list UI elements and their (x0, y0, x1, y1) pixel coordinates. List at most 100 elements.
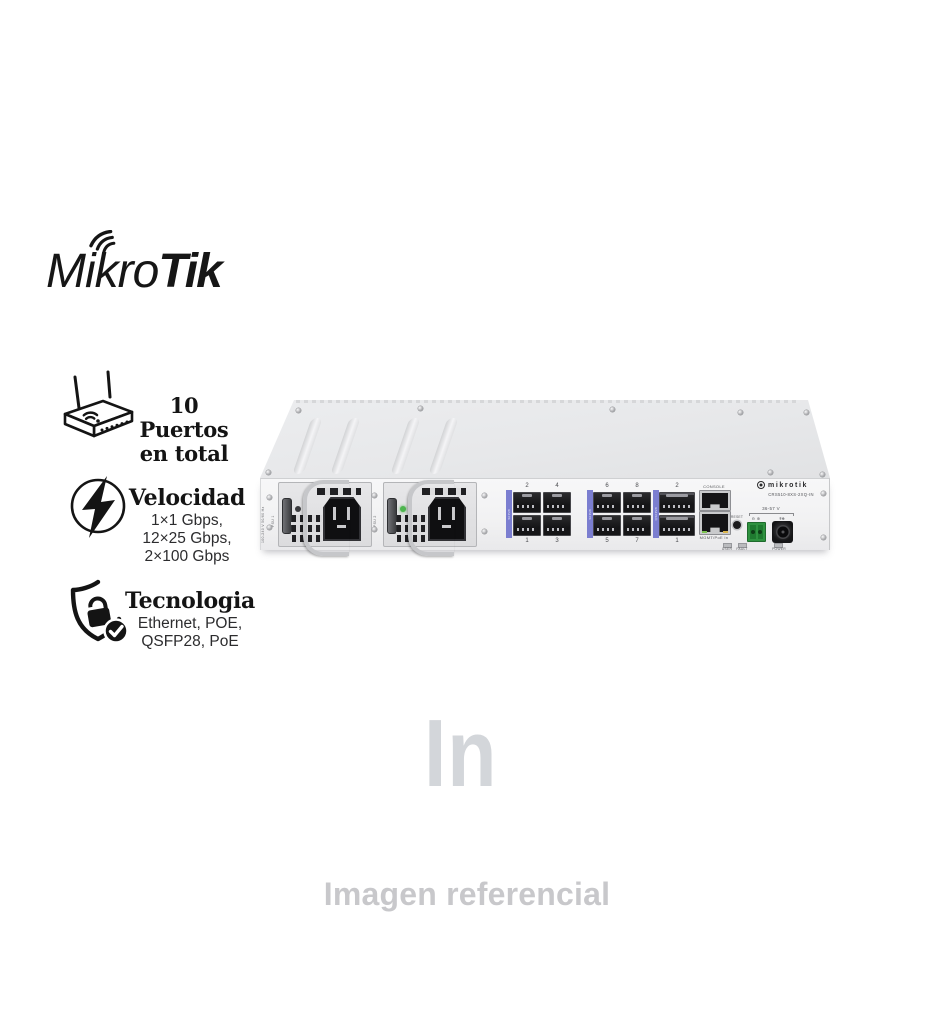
sfp-port-column (543, 492, 571, 536)
qsfp-group-accent: QSFP28 (653, 490, 659, 538)
psu1-label: PSU 1 (271, 515, 275, 527)
feature-speed: Velocidad 1×1 Gbps, 12×25 Gbps, 2×100 Gb… (124, 486, 250, 566)
psu-module-1 (278, 480, 372, 556)
vent-ridge (292, 418, 323, 474)
device-front-panel: 100-240 V 50/60 Hz PSU 1 PSU 2 (260, 478, 830, 556)
psu-voltage-side-label: 100-240 V 50/60 Hz (261, 506, 265, 543)
port-number: 2 (525, 483, 529, 489)
brand-logo-suffix: Tik (158, 245, 223, 298)
terminal-block (747, 522, 766, 542)
qsfp-group-label: QSFP28 (653, 507, 658, 521)
port-number: 7 (635, 538, 639, 544)
sfp-cage (623, 492, 651, 513)
mgmt-port-led (702, 531, 707, 533)
console-label: CONSOLE (703, 484, 725, 489)
screw (821, 491, 826, 496)
mgmt-port-led (723, 531, 728, 533)
device-brand: mikrotik (757, 481, 808, 489)
vent-ridge (390, 418, 421, 474)
power-led (774, 543, 783, 548)
shield-check-icon (70, 579, 129, 644)
sfp-group1-accent: SFP28 (506, 490, 512, 538)
feature-speed-detail-1: 1×1 Gbps, (151, 512, 223, 529)
screw (768, 470, 773, 475)
user-led-label: USER (721, 547, 733, 551)
screw (266, 470, 271, 475)
screw (372, 527, 377, 532)
terminal-cell (750, 525, 756, 539)
psu-latch (387, 498, 397, 534)
dc-input-bracket (749, 513, 794, 516)
dc-jack (772, 521, 793, 543)
fault-led-label: FAULT (736, 547, 748, 551)
port-number: 6 (605, 483, 609, 489)
port-number: 4 (555, 483, 559, 489)
psu2-led (400, 506, 406, 512)
lightning-icon (70, 476, 126, 538)
feature-speed-detail-2: 12×25 Gbps, (142, 530, 232, 547)
brand-logo-prefix: Mikro (46, 245, 159, 298)
device-model: CRS510-8XS-2XQ-IN (768, 492, 814, 497)
dc-input-label: 36-57 V (762, 506, 780, 511)
power-led-label: POWER (772, 547, 786, 551)
mgmt-port (699, 511, 731, 535)
screw (821, 535, 826, 540)
port-number: 1 (675, 538, 679, 544)
brand-logo: MikroTik (46, 245, 223, 298)
device-brand-label: mikrotik (768, 481, 809, 489)
reset-button (733, 521, 741, 529)
screw (804, 410, 809, 415)
sfp-group2-accent: SFP28 (587, 490, 593, 538)
screw (267, 525, 272, 530)
port-number: 2 (675, 483, 679, 489)
feature-tech: Tecnologia Ethernet, POE, QSFP28, PoE (124, 589, 256, 651)
psu-handle (408, 480, 454, 556)
console-port-opening (702, 493, 728, 508)
device-chassis: 100-240 V 50/60 Hz PSU 1 PSU 2 (256, 386, 832, 558)
fault-led (738, 543, 747, 548)
feature-speed-title: Velocidad (128, 485, 246, 511)
psu-module-2 (383, 480, 477, 556)
vent-ridge (330, 418, 361, 474)
vent-ridge (428, 418, 459, 474)
terminal-cell (757, 525, 763, 539)
qsfp-cage (659, 492, 695, 513)
psu-latch (282, 498, 292, 534)
feature-tech-detail-1: Ethernet, POE, (137, 615, 243, 632)
router-icon (63, 370, 134, 438)
screw (610, 407, 615, 412)
sfp-port-column (623, 492, 651, 536)
feature-speed-detail-3: 2×100 Gbps (144, 548, 230, 565)
screw (296, 408, 301, 413)
screw (482, 529, 487, 534)
antenna-arcs-icon (89, 230, 116, 254)
terminal-polarity-icon: ⊖ ⊕ (751, 516, 761, 521)
sfp-group1-label: SFP28 (506, 508, 511, 520)
port-number: 3 (555, 538, 559, 544)
sfp-group2-label: SFP28 (587, 508, 592, 520)
sfp-cage (543, 515, 571, 536)
power-inlet-c14 (428, 497, 466, 541)
power-inlet-c14 (323, 497, 361, 541)
port-number: 1 (525, 538, 529, 544)
psu-handle (303, 480, 349, 556)
mikrotik-logo-icon (757, 481, 765, 489)
feature-ports: 10 Puertos en total (126, 394, 242, 466)
device-top-panel (260, 400, 830, 478)
footer-note: Imagen referencial (323, 876, 611, 912)
screw (418, 406, 423, 411)
sfp-cage (513, 492, 541, 513)
reset-label: RESET (730, 515, 744, 519)
port-number: 5 (605, 538, 609, 544)
feature-tech-detail-2: QSFP28, PoE (141, 633, 239, 650)
screw (738, 410, 743, 415)
screw (482, 493, 487, 498)
qsfp-port-column (659, 492, 695, 536)
sfp-cage (593, 515, 621, 536)
feature-ports-title-line2: en total (139, 441, 229, 466)
mgmt-label: MGMT/PoE In (699, 535, 729, 540)
sfp-cage (593, 492, 621, 513)
psu1-led (295, 506, 301, 512)
sfp-cage (623, 515, 651, 536)
